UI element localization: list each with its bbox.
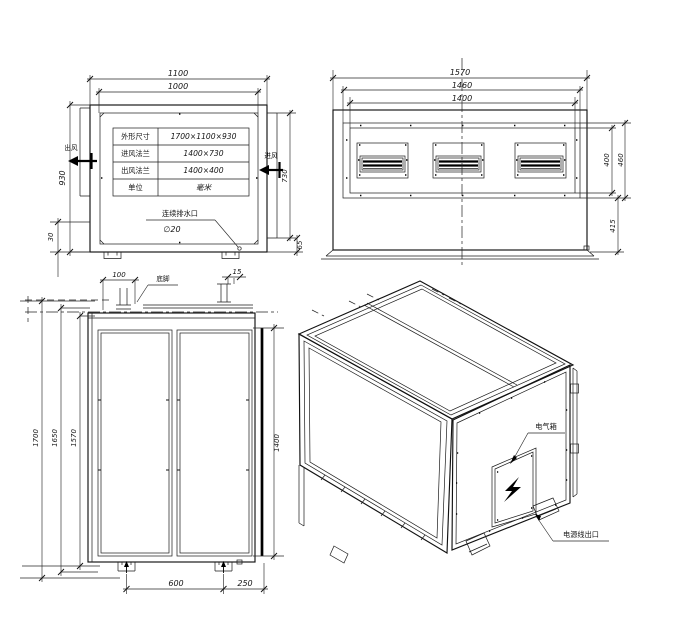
- spec-row-label: 出风法兰: [121, 166, 150, 175]
- spec-row-label: 外形尺寸: [121, 132, 150, 141]
- air-out-arrow-icon: [68, 153, 97, 169]
- iso-foot-left: [329, 545, 349, 564]
- iso-foot-front: [465, 532, 491, 556]
- foot-label: 底脚: [156, 274, 170, 283]
- louver-panel-2: [432, 142, 485, 179]
- electric-box-callout: 电气箱: [510, 422, 565, 464]
- iso-right-face: [451, 364, 571, 551]
- air-in-arrow-icon: [259, 162, 283, 178]
- drain-callout: 连续排水口 ∅20: [146, 209, 242, 251]
- lightning-bolt-icon: [504, 477, 521, 502]
- front-view: 1100 1000 930 出风 进风 730 65 30: [47, 69, 304, 277]
- spec-row-value: 1400×400: [183, 166, 223, 175]
- dim-lower-band: 415: [609, 219, 617, 233]
- spec-row-label: 进风法兰: [121, 149, 150, 158]
- front-inner-panel: [99, 112, 259, 245]
- side-panel-right: [176, 329, 253, 557]
- spec-row-label: 单位: [128, 183, 142, 192]
- top-view: 1570 1460 1400 400 460 415: [321, 58, 631, 266]
- iso-left-face: [298, 333, 453, 554]
- front-foot-right: [221, 252, 240, 259]
- electric-box-panel: [491, 447, 537, 528]
- dim-top-w2: 1460: [452, 81, 472, 90]
- drain-port: [237, 246, 242, 251]
- drain-size: ∅20: [163, 225, 180, 234]
- louver-panel-1: [356, 142, 409, 179]
- drain-label: 连续排水口: [162, 209, 198, 218]
- front-foot-left: [103, 252, 122, 259]
- top-base: [321, 249, 599, 260]
- dim-inlet-height: 730: [281, 169, 289, 183]
- side-body: [87, 312, 256, 563]
- dim-side-b2: 250: [237, 579, 252, 588]
- outlet-flange-edge: [79, 107, 90, 197]
- dim-foot-width: 15: [233, 268, 242, 276]
- spec-row-value: 1700×1100×930: [171, 132, 237, 141]
- dim-foot-offset: 100: [112, 271, 126, 279]
- dim-top-w1: 1570: [450, 68, 470, 77]
- iso-right-flange: [572, 367, 578, 498]
- dim-side-flange: 1400: [273, 434, 281, 452]
- power-outlet-callout: 电源线出口: [535, 514, 609, 542]
- dim-louver-outer: 460: [617, 153, 625, 167]
- electric-box-label: 电气箱: [535, 422, 557, 431]
- louver-band-inner: [349, 127, 576, 194]
- dim-side-b1: 600: [168, 579, 183, 588]
- louver-band-outer: [342, 122, 581, 199]
- isometric-view: 电气箱 电源线出口: [297, 280, 609, 564]
- power-outlet-label: 电源线出口: [563, 530, 599, 539]
- spec-table: 外形尺寸 1700×1100×930 进风法兰 1400×730 出风法兰 14…: [112, 127, 250, 197]
- air-in-label: 进风: [264, 152, 278, 160]
- dim-drain-offset: 30: [47, 232, 55, 241]
- dim-side-l3: 1570: [70, 429, 78, 447]
- iso-base-hatch: [320, 474, 426, 541]
- side-foot-right: [214, 561, 233, 573]
- dim-front-outer-width: 1100: [168, 69, 188, 78]
- dim-side-l2: 1650: [51, 429, 59, 447]
- dim-top-w3: 1400: [452, 94, 472, 103]
- foot-section-left: [116, 288, 131, 310]
- side-foot-left: [117, 561, 136, 573]
- dim-front-height: 930: [58, 170, 67, 185]
- dim-front-inner-width: 1000: [168, 82, 188, 91]
- front-outer-body: [89, 104, 268, 253]
- louver-panel-3: [514, 142, 567, 179]
- side-panel-left: [97, 329, 173, 557]
- air-out-label: 出风: [64, 143, 78, 152]
- dim-louver-inner: 400: [603, 153, 611, 167]
- spec-row-value: 毫米: [196, 183, 213, 192]
- foot-section-right: [217, 283, 231, 303]
- inlet-flange-edge: [267, 112, 278, 239]
- dim-side-l1: 1700: [32, 429, 40, 447]
- side-view: 100 底脚 15 1700 1650 1570 1400: [20, 268, 284, 594]
- spec-row-value: 1400×730: [183, 149, 223, 158]
- top-body: [332, 109, 588, 251]
- dim-base-right: 65: [296, 240, 304, 249]
